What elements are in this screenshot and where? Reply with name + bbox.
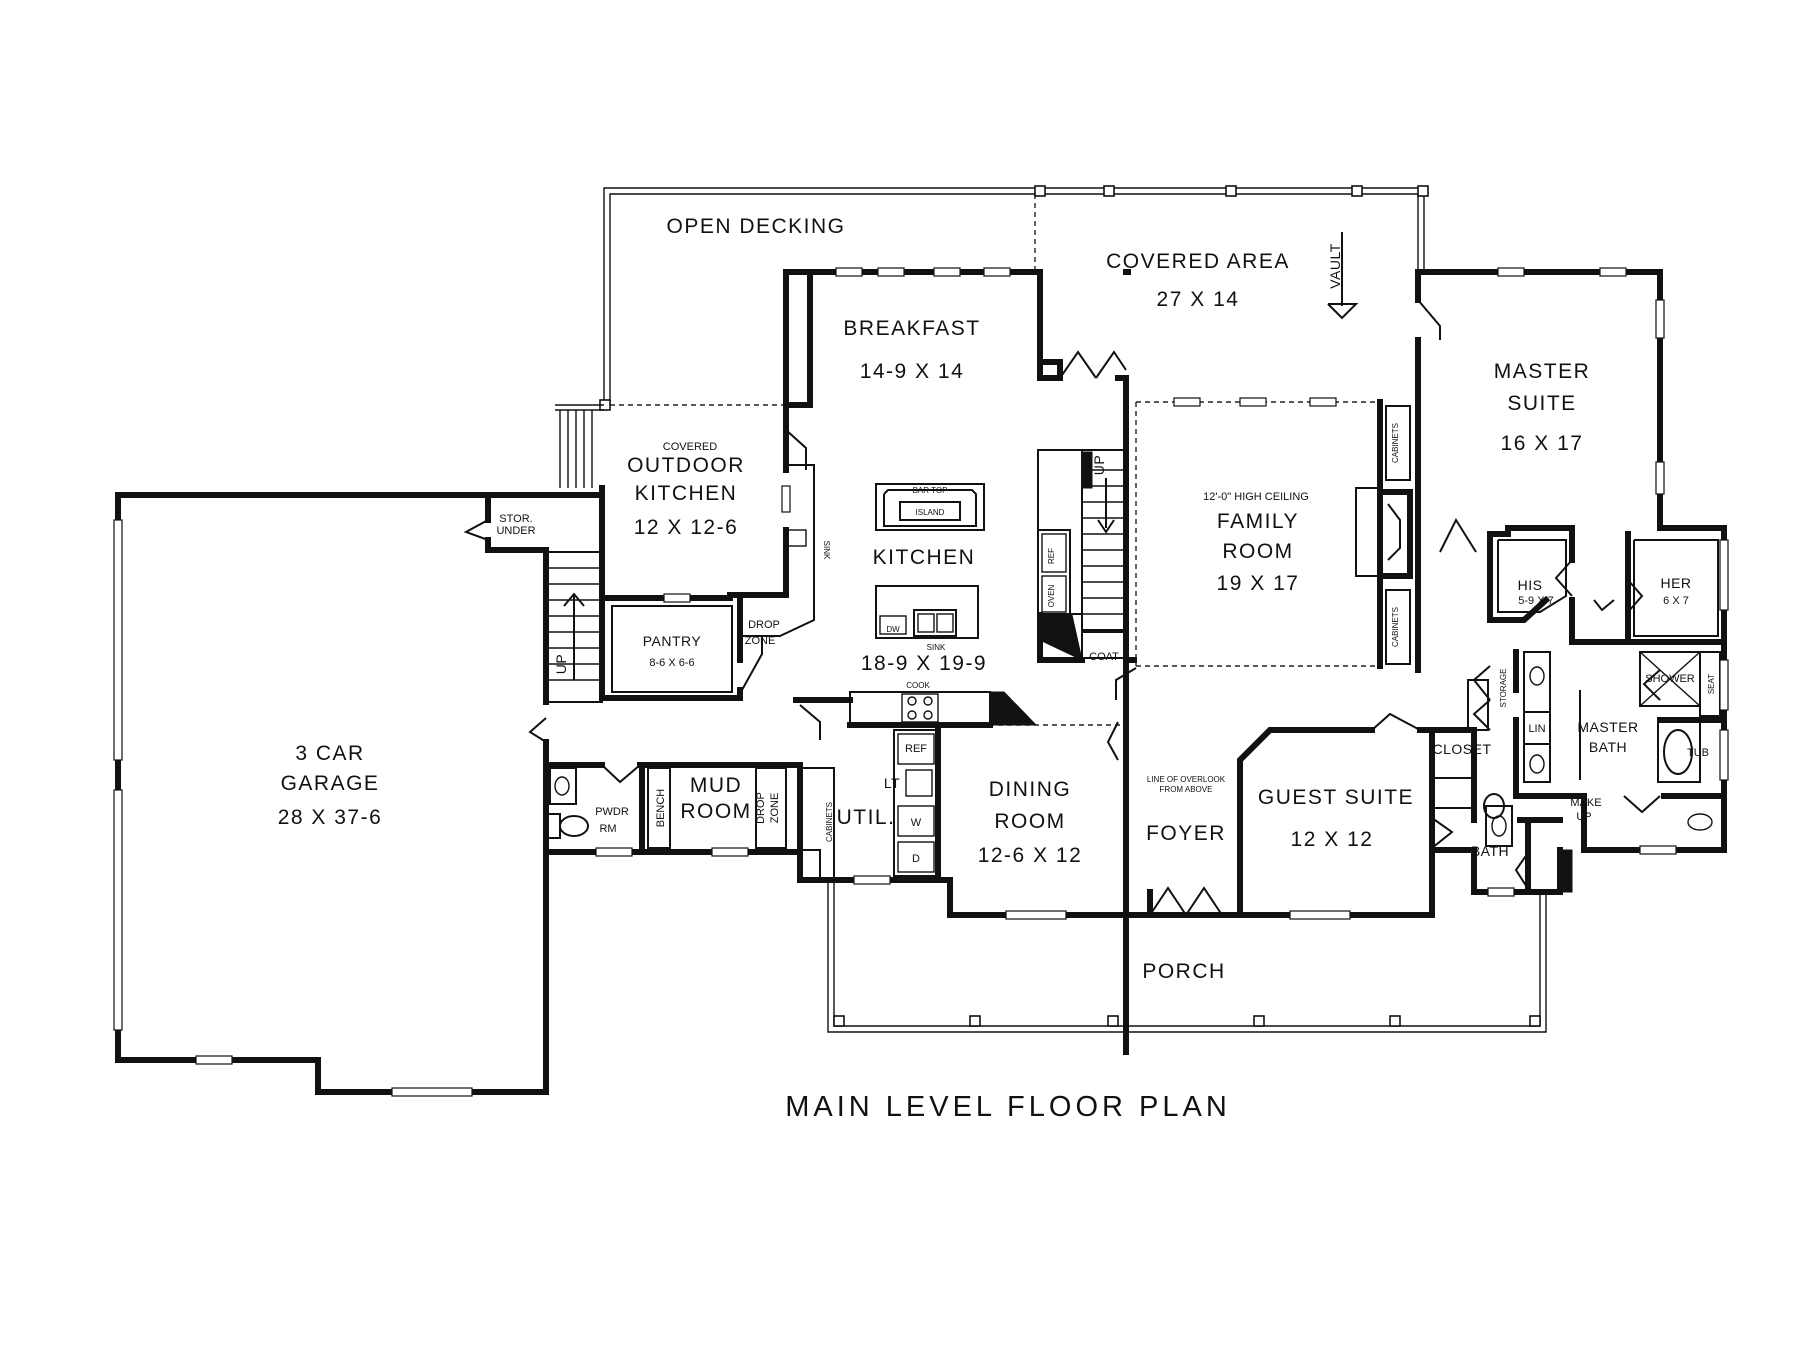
- label-island: ISLAND: [916, 508, 945, 517]
- label-master-suite-2: SUITE: [1507, 392, 1576, 415]
- mud-pwdr-fixtures: [547, 767, 821, 879]
- windows: [113, 267, 1729, 1097]
- label-mud-drop: DROP: [755, 792, 767, 824]
- label-vault: VAULT: [1327, 243, 1343, 289]
- label-high-ceiling: 12'-0" HIGH CEILING: [1203, 491, 1309, 503]
- label-family-room-2: ROOM: [1222, 540, 1293, 563]
- interior-stairs: [1037, 449, 1127, 661]
- label-w: W: [911, 817, 922, 829]
- family-room-east: [1355, 399, 1421, 673]
- garage-stairs: [545, 551, 603, 703]
- label-family-room-1: FAMILY: [1217, 510, 1299, 533]
- label-util: UTIL.: [837, 806, 896, 829]
- label-dining-2: ROOM: [994, 810, 1065, 833]
- label-outdoor-kitchen-size: 12 X 12-6: [634, 516, 739, 539]
- label-covered-area-size: 27 X 14: [1157, 288, 1240, 311]
- vault-arrow: [1327, 232, 1359, 320]
- label-dw: DW: [886, 625, 900, 634]
- label-porch: PORCH: [1142, 960, 1225, 983]
- label-master-bath-2: BATH: [1589, 739, 1627, 755]
- label-kitchen: KITCHEN: [873, 546, 976, 569]
- label-outdoor-sink: SINK: [822, 541, 831, 560]
- label-covered-area: COVERED AREA: [1106, 250, 1290, 273]
- label-guest-suite-size: 12 X 12: [1291, 828, 1374, 851]
- label-lt: LT: [884, 775, 900, 791]
- label-open-decking: OPEN DECKING: [666, 215, 845, 238]
- label-d: D: [912, 853, 920, 865]
- label-bath: BATH: [1471, 843, 1509, 859]
- label-mud-zone: ZONE: [769, 793, 781, 824]
- label-mud-room-2: ROOM: [680, 800, 751, 823]
- door-swings: [463, 299, 1661, 916]
- label-garage-size: 28 X 37-6: [278, 806, 383, 829]
- label-zone: ZONE: [745, 635, 776, 647]
- label-storage: STORAGE: [1499, 669, 1508, 708]
- label-pantry-size: 8-6 X 6-6: [649, 657, 694, 669]
- label-cook: COOK: [906, 681, 930, 690]
- pantry: [611, 605, 763, 693]
- label-oven: OVEN: [1047, 584, 1056, 607]
- label-cabinets-bottom: CABINETS: [1391, 607, 1400, 647]
- label-master-suite-size: 16 X 17: [1501, 432, 1584, 455]
- label-lin: LIN: [1528, 723, 1545, 735]
- label-stair-up: UP: [1091, 455, 1107, 475]
- deck-outline: [555, 185, 1429, 488]
- label-garage-2: GARAGE: [281, 772, 380, 795]
- kitchen-fixtures: [740, 464, 1071, 879]
- label-coat: COAT: [1089, 651, 1119, 663]
- label-guest-suite: GUEST SUITE: [1258, 786, 1414, 809]
- label-foyer: FOYER: [1146, 822, 1226, 845]
- label-kitchen-sink: SINK: [927, 643, 946, 652]
- bath-fixtures: [1433, 651, 1721, 893]
- label-family-room-size: 19 X 17: [1217, 572, 1300, 595]
- label-outdoor-kitchen-note: COVERED: [663, 441, 717, 453]
- plan-title: MAIN LEVEL FLOOR PLAN: [785, 1091, 1231, 1123]
- label-his-size: 5-9 X 7: [1518, 595, 1553, 607]
- label-dining-1: DINING: [989, 778, 1072, 801]
- label-mud-room-1: MUD: [690, 774, 742, 797]
- label-kitchen-size: 18-9 X 19-9: [861, 652, 987, 675]
- label-bench: BENCH: [655, 789, 667, 828]
- label-overlook-2: FROM ABOVE: [1160, 785, 1213, 794]
- label-make-up: UP: [1576, 811, 1591, 823]
- label-bar-top: BAR TOP: [913, 486, 948, 495]
- porch-outline: [827, 880, 1547, 1033]
- label-pantry: PANTRY: [643, 633, 702, 649]
- label-pwdr: PWDR: [595, 806, 629, 818]
- label-garage-stair-up: UP: [553, 654, 569, 674]
- label-ref: REF: [1047, 548, 1056, 564]
- label-overlook-1: LINE OF OVERLOOK: [1147, 775, 1226, 784]
- label-master-suite-1: MASTER: [1494, 360, 1591, 383]
- label-tub: TUB: [1687, 747, 1709, 759]
- label-breakfast: BREAKFAST: [843, 317, 980, 340]
- label-rm: RM: [599, 823, 616, 835]
- label-stor: STOR.: [499, 513, 532, 525]
- label-her-size: 6 X 7: [1663, 595, 1689, 607]
- label-master-bath-1: MASTER: [1577, 719, 1638, 735]
- label-seat: SEAT: [1707, 674, 1716, 694]
- label-closet: CLOSET: [1432, 741, 1491, 757]
- label-shower: SHOWER: [1645, 673, 1695, 685]
- label-dining-size: 12-6 X 12: [978, 844, 1083, 867]
- label-cabinets-top: CABINETS: [1391, 423, 1400, 463]
- label-outdoor-kitchen-1: OUTDOOR: [627, 454, 745, 477]
- label-garage-1: 3 CAR: [295, 742, 364, 765]
- label-breakfast-size: 14-9 X 14: [860, 360, 965, 383]
- label-his: HIS: [1518, 577, 1543, 593]
- label-outdoor-kitchen-2: KITCHEN: [635, 482, 738, 505]
- label-util-ref: REF: [905, 743, 927, 755]
- label-make: MAKE: [1570, 797, 1601, 809]
- label-under: UNDER: [496, 525, 535, 537]
- label-util-cabinets: CABINETS: [825, 802, 834, 842]
- label-her: HER: [1660, 575, 1691, 591]
- label-drop: DROP: [748, 619, 780, 631]
